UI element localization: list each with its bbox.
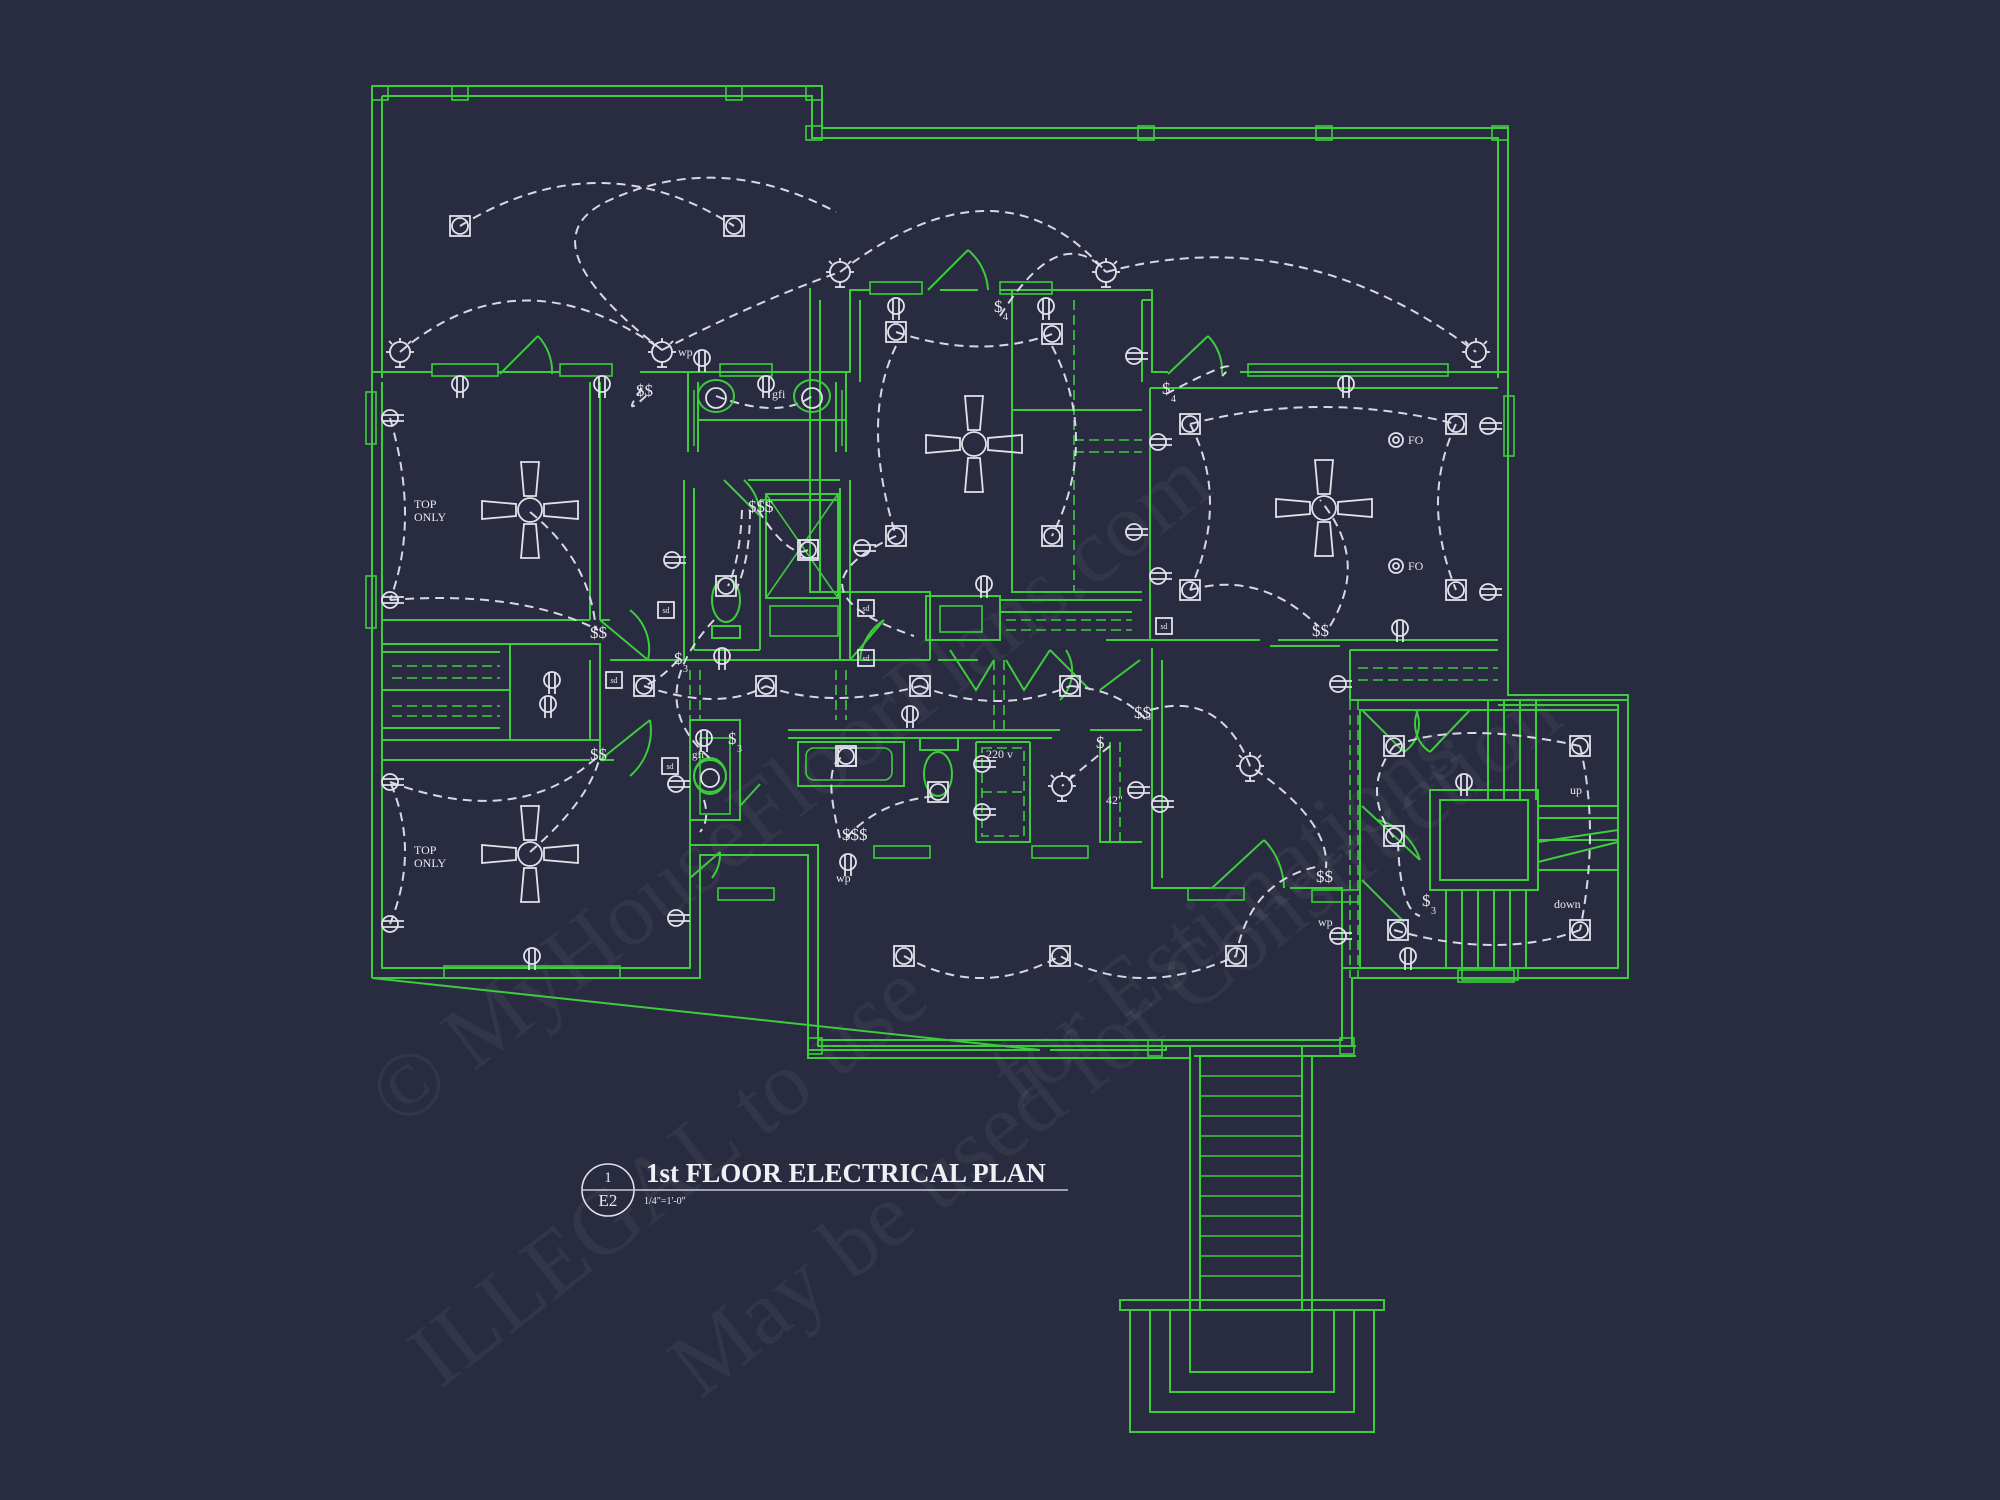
exhaust-fan-icon [837, 747, 857, 767]
drawing-scale: 1/4"=1'-0" [644, 1196, 686, 1207]
floor-outlet-icon [1388, 558, 1404, 574]
room-annotations: TOP ONLY TOP ONLY FO FO wp wp wp gfi gfi… [414, 345, 1582, 929]
gfi-label: gfi [692, 749, 704, 761]
smoke-detector-icon [657, 601, 675, 619]
exhaust-fan-icon [799, 539, 819, 559]
voltage-label: 220 v [986, 747, 1013, 761]
wall-sconce-icon [1047, 771, 1077, 802]
fo-label: FO [1408, 433, 1424, 447]
duplex-outlet-icon [451, 375, 469, 399]
stair-up-label: up [1570, 783, 1582, 797]
wp-label: wp [678, 345, 693, 359]
recessed-light-icon [1049, 945, 1071, 967]
duplex-outlet-icon [973, 803, 997, 821]
switch-label: $ [1162, 379, 1171, 398]
switch-subscript: 3 [1146, 712, 1151, 723]
switch-subscript: 3 [1431, 906, 1436, 917]
weatherproof-outlet-icon [693, 349, 711, 373]
duplex-outlet-icon [667, 775, 691, 793]
duplex-outlet-icon [543, 671, 561, 695]
duplex-outlet-icon [1037, 297, 1055, 321]
duplex-outlet-icon [593, 375, 611, 399]
switch-label: $$ [590, 623, 607, 642]
switch-label: $$ [636, 381, 653, 400]
doors [499, 249, 1471, 923]
wall-sconce-icon [1461, 337, 1491, 368]
duplex-outlet-icon [1391, 619, 1409, 643]
switch-label: $ [1422, 891, 1431, 910]
wall-sconce-icon [647, 337, 677, 368]
top-only-label: ONLY [414, 510, 446, 524]
switch-labels: $$ $$ $$ $$$ $$$ $$ $$ $$ $ 4 $ 4 $ 3 $ … [590, 297, 1436, 917]
wall-sconce-icon [385, 337, 415, 368]
smoke-detector-icon [605, 671, 623, 689]
floor-outlet-icon [1388, 432, 1404, 448]
wp-label: wp [1318, 915, 1333, 929]
switch-label: $$ [1312, 621, 1329, 640]
ceiling-fan-icon [1275, 459, 1373, 557]
duplex-outlet-icon [1127, 781, 1151, 799]
drawing-title: 1st FLOOR ELECTRICAL PLAN [646, 1158, 1046, 1188]
wiring [389, 176, 1591, 979]
duplex-outlet-icon [381, 409, 405, 427]
duplex-outlet-icon [1399, 947, 1417, 971]
duplex-outlet-icon [539, 695, 557, 719]
fo-label: FO [1408, 559, 1424, 573]
smoke-detector-icon [661, 757, 679, 775]
switch-label: $$$ [748, 497, 774, 516]
top-only-label: TOP [414, 843, 437, 857]
duplex-outlet-icon [1479, 417, 1503, 435]
duplex-outlet-icon [1125, 347, 1149, 365]
switch-label: $$ [1134, 703, 1151, 722]
switch-subscript: 4 [1003, 312, 1008, 323]
wp-label: wp [836, 871, 851, 885]
switch-label: $$ [1316, 867, 1333, 886]
switch-label: $ [994, 297, 1003, 316]
switch-subscript: 3 [737, 744, 742, 755]
switch-label: $ [674, 649, 683, 668]
wall-sconce-icon [1091, 257, 1121, 288]
switch-label: $ [1096, 733, 1105, 752]
duplex-outlet-icon [1149, 567, 1173, 585]
top-only-label: ONLY [414, 856, 446, 870]
smoke-detector-icon [857, 599, 875, 617]
height-label: 42" [1106, 793, 1123, 807]
duplex-outlet-icon [887, 297, 905, 321]
ceiling-fan-icon [925, 395, 1023, 493]
title-block: 1 E2 1st FLOOR ELECTRICAL PLAN 1/4"=1'-0… [581, 1158, 1068, 1217]
gfi-label: gfi [772, 387, 786, 401]
switch-subscript: 4 [1171, 394, 1176, 405]
watermark-estimations: for Estimations [970, 698, 1478, 1126]
switch-label: $$ [590, 745, 607, 764]
walls [365, 85, 1629, 1433]
switch-label: $ [728, 729, 737, 748]
wall-sconce-icon [825, 257, 855, 288]
recessed-light-icon [1387, 919, 1409, 941]
duplex-outlet-icon [1479, 583, 1503, 601]
top-only-label: TOP [414, 497, 437, 511]
smoke-detector-icon [1155, 617, 1173, 635]
switch-subscript: 3 [683, 664, 688, 675]
stair-down-label: down [1554, 897, 1581, 911]
ceiling-fan-icon [481, 461, 579, 559]
callout-sheet: E2 [599, 1191, 618, 1210]
duplex-outlet-icon [663, 551, 687, 569]
fixtures [381, 215, 1591, 971]
callout-number: 1 [604, 1170, 612, 1186]
switch-label: $$$ [842, 825, 868, 844]
recessed-light-icon [1041, 323, 1063, 345]
watermark-layer: © MyHouseFloorPlans.com ILLEGAL to use M… [350, 428, 1579, 1416]
duplex-outlet-icon [1329, 675, 1353, 693]
sink-icon [693, 379, 831, 793]
